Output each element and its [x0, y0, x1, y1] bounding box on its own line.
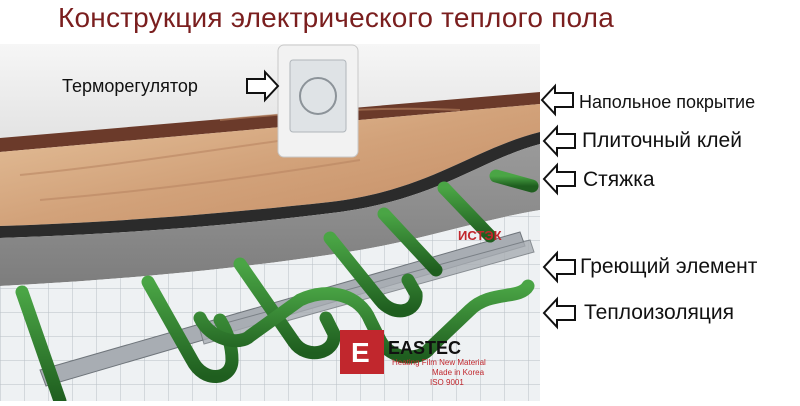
screed-arrow [542, 162, 576, 196]
brand-name: EASTEC [388, 338, 462, 358]
heating-pipes [15, 169, 539, 406]
baseboard [0, 92, 540, 152]
label-screed: Стяжка [583, 168, 655, 191]
label-insulation: Теплоизоляция [584, 301, 734, 324]
floor-covering-layer [0, 104, 540, 226]
arrows [246, 69, 576, 330]
adhesive-layer [0, 132, 540, 238]
brand-made-in: Made in Korea [432, 368, 485, 377]
screed-layer [0, 144, 540, 286]
brand-name-ru: ИСТЭК [458, 228, 502, 243]
brand-iso: ISO 9001 [430, 378, 464, 387]
label-floor-covering: Напольное покрытие [579, 92, 756, 112]
thermostat-device [277, 44, 359, 158]
brand-subtitle: Heating Film New Material [392, 358, 486, 367]
svg-text:E: E [351, 337, 370, 368]
page-title: Конструкция электрического теплого пола [58, 2, 614, 33]
heating-element-arrow [542, 250, 576, 284]
floor-covering-arrow [540, 83, 574, 117]
label-heating-element: Греющий элемент [580, 255, 758, 278]
insulation-arrow [542, 296, 576, 330]
adhesive-arrow [542, 124, 576, 158]
label-tile-adhesive: Плиточный клей [582, 129, 742, 152]
label-thermostat: Терморегулятор [62, 76, 198, 96]
thermostat-arrow [246, 69, 280, 103]
brand-logo: E [340, 330, 384, 374]
